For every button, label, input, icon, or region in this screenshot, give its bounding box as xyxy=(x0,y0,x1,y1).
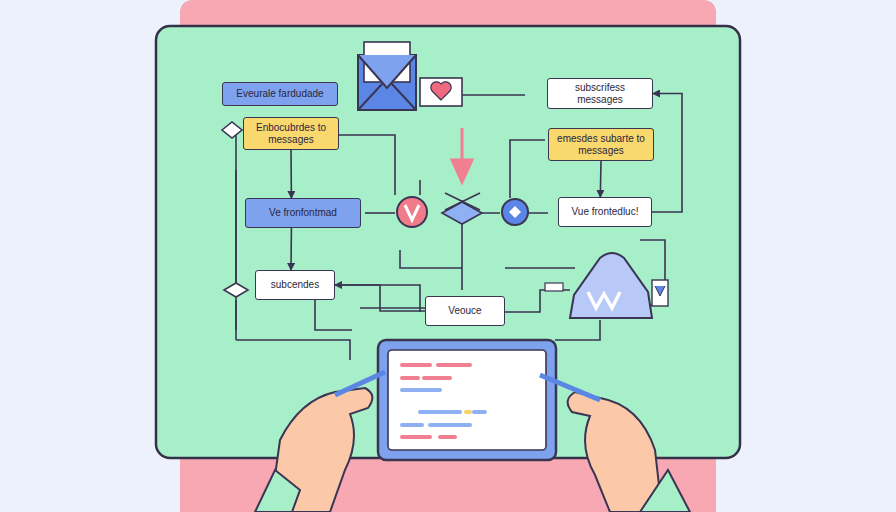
connector xyxy=(652,94,682,213)
red-circle xyxy=(397,197,427,227)
white-diamond xyxy=(509,206,521,218)
v-mark xyxy=(405,205,419,220)
heart-icon xyxy=(420,78,462,106)
small-doc-icon xyxy=(652,280,668,306)
process-box: Ve fronfontmad xyxy=(245,198,361,228)
connector xyxy=(290,150,292,198)
process-box: emesdes subarte to messages xyxy=(548,128,654,161)
blue-diamond xyxy=(442,202,482,224)
node-label: emesdes subarte to messages xyxy=(555,133,647,156)
process-box: Vue frontedluc! xyxy=(558,197,652,227)
green-panel xyxy=(156,26,740,458)
hands xyxy=(255,372,690,512)
process-box: Eveurale fardudade xyxy=(222,82,338,106)
process-box: Veouce xyxy=(425,296,505,326)
small-diamond xyxy=(224,283,248,297)
tablet xyxy=(378,340,556,460)
node-label: subscrifess messages xyxy=(554,82,646,105)
node-label: Enbocubrdes to messages xyxy=(250,122,332,145)
envelope-icon xyxy=(358,42,416,110)
node-label: Vue frontedluc! xyxy=(572,206,639,218)
node-label: Veouce xyxy=(448,305,481,317)
cross-lines xyxy=(445,193,480,210)
blue-circle xyxy=(502,199,528,225)
small-diamond xyxy=(222,122,242,138)
process-box: subscrifess messages xyxy=(547,78,653,109)
connector xyxy=(290,228,292,270)
node-label: Eveurale fardudade xyxy=(236,88,323,100)
process-box: subcendes xyxy=(255,270,335,300)
cloud-icon xyxy=(545,253,652,318)
connector xyxy=(599,161,601,197)
down-arrow xyxy=(452,128,472,182)
connector xyxy=(335,285,425,311)
node-label: subcendes xyxy=(271,279,319,291)
decor-lines xyxy=(236,95,665,360)
process-box: Enbocubrdes to messages xyxy=(243,117,339,150)
node-label: Ve fronfontmad xyxy=(269,207,337,219)
